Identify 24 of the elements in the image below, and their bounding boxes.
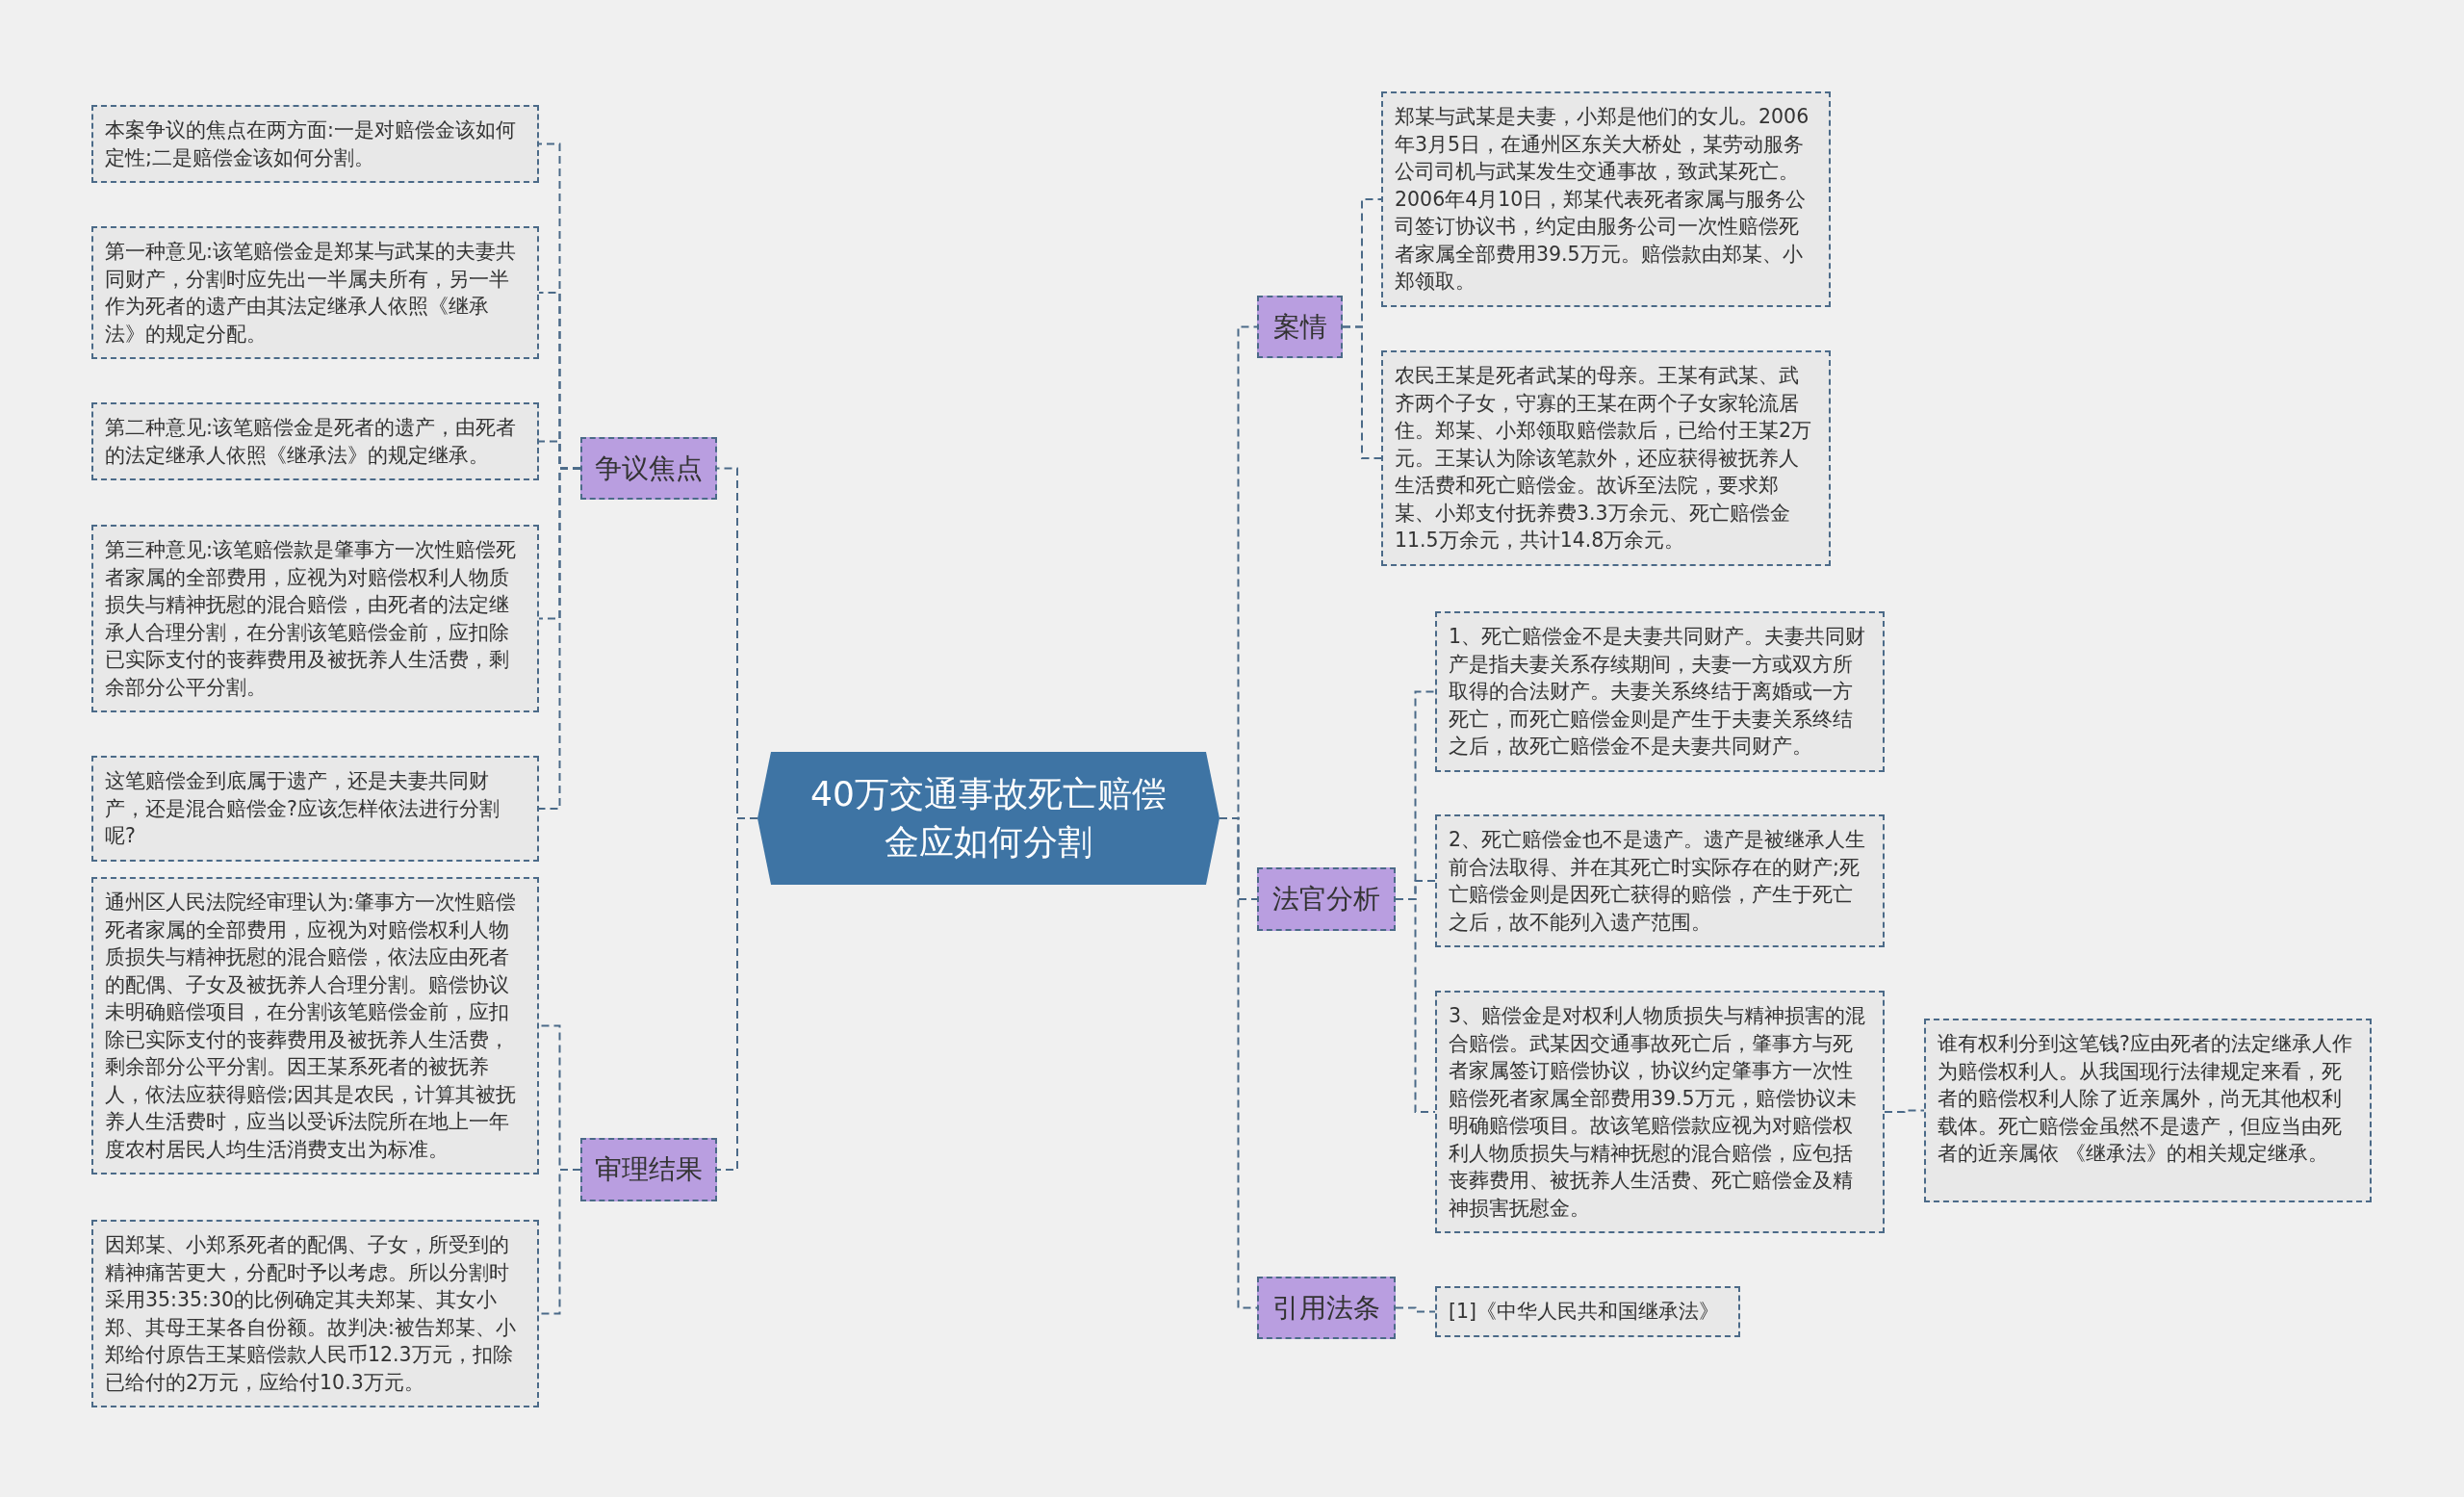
connector [1342,325,1382,459]
text-box: 谁有权利分到这笔钱?应由死者的法定继承人作为赔偿权利人。从我国现行法律规定来看，死者的赔偿权利人除了近亲属外，尚无其他权利载体。死亡赔偿金虽然不是遗产，但应当由死者的近亲属依 《继承法》的相关规定继承。 [1924,1019,2372,1202]
category-box: 法官分析 [1257,867,1396,931]
text-box: 本案争议的焦点在两方面:一是对赔偿金该如何定性;二是赔偿金该如何分割。 [91,105,539,183]
category-box: 案情 [1257,296,1343,358]
text-box: 第二种意见:该笔赔偿金是死者的遗产，由死者的法定继承人依照《继承法》的规定继承。 [91,402,539,480]
category-box: 争议焦点 [580,437,717,500]
category-box: 引用法条 [1257,1277,1396,1339]
text-box: 2、死亡赔偿金也不是遗产。遗产是被继承人生前合法取得、并在其死亡时实际存在的财产;死亡赔偿金则是因死亡获得的赔偿，产生于死亡之后，故不能列入遗产范围。 [1435,814,1885,947]
text-box: [1]《中华人民共和国继承法》 [1435,1286,1740,1337]
category-box: 审理结果 [580,1138,717,1201]
connector [1395,1306,1436,1313]
text-box: 1、死亡赔偿金不是夫妻共同财产。夫妻共同财产是指夫妻关系存续期间，夫妻一方或双方所取得的合法财产。夫妻关系终结于离婚或一方死亡，而死亡赔偿金则是产生于夫妻关系终结之后，故死亡赔偿金不是夫妻共同财产。 [1435,611,1885,772]
connector [1395,898,1436,1113]
text-box: 这笔赔偿金到底属于遗产，还是夫妻共同财产，还是混合赔偿金?应该怎样依法进行分割呢? [91,756,539,862]
text-box: 第一种意见:该笔赔偿金是郑某与武某的夫妻共同财产，分割时应先出一半属夫所有，另一半作为死者的遗产由其法定继承人依照《继承法》的规定分配。 [91,226,539,359]
text-box: 郑某与武某是夫妻，小郑是他们的女儿。2006年3月5日，在通州区东关大桥处，某劳动服务公司司机与武某发生交通事故，致武某死亡。2006年4月10日，郑某代表死者家属与服务公司签订协议书，约定由服务公司一次性赔偿死者家属全部费用39.5万元。赔偿款由郑某、小郑领取。 [1381,91,1831,307]
text-box: 第三种意见:该笔赔偿款是肇事方一次性赔偿死者家属的全部费用，应视为对赔偿权利人物质损失与精神抚慰的混合赔偿，由死者的法定继承人合理分割，在分割该笔赔偿金前，应扣除已实际支付的丧葬费用及被抚养人生活费，剩余部分公平分割。 [91,525,539,712]
text-box: 农民王某是死者武某的母亲。王某有武某、武齐两个子女，守寡的王某在两个子女家轮流居住。郑某、小郑领取赔偿款后，已给付王某2万元。王某认为除该笔款外，还应获得被抚养人生活费和死亡赔偿金。故诉至法院，要求郑某、小郑支付抚养费3.3万余元、死亡赔偿金11.5万余元，共计14.8万余元。 [1381,350,1831,566]
text-box: 通州区人民法院经审理认为:肇事方一次性赔偿死者家属的全部费用，应视为对赔偿权利人物质损失与精神抚慰的混合赔偿，依法应由死者的配偶、子女及被抚养人合理分割。赔偿协议未明确赔偿项目，在分割该笔赔偿金前，应扣除已实际支付的丧葬费用及被抚养人生活费，剩余部分公平分割。因王某系死者的被抚养人，依法应获得赔偿;因其是农民，计算其被抚养人生活费时，应当以受诉法院所在地上一年度农村居民人均生活消费支出为标准。 [91,877,539,1174]
topic-hexagon: 40万交通事故死亡赔偿金应如何分割 [757,752,1219,885]
text-box: 因郑某、小郑系死者的配偶、子女，所受到的精神痛苦更大，分配时予以考虑。所以分割时采用35:35:30的比例确定其夫郑某、其女小郑、其母王某各自份额。故判决:被告郑某、小郑给付原告王某赔偿款人民币12.3万元，扣除已给付的2万元，应给付10.3万元。 [91,1220,539,1407]
connector [1884,1109,1925,1113]
text-box: 3、赔偿金是对权利人物质损失与精神损害的混合赔偿。武某因交通事故死亡后，肇事方与死者家属签订赔偿协议，协议约定肇事方一次性赔偿死者家属全部费用39.5万元，赔偿协议未明确赔偿项目。故该笔赔偿款应视为对赔偿权利人物质损失与精神抚慰的混合赔偿，应包括丧葬费用、被抚养人生活费、死亡赔偿金及精神损害抚慰金。 [1435,991,1885,1233]
